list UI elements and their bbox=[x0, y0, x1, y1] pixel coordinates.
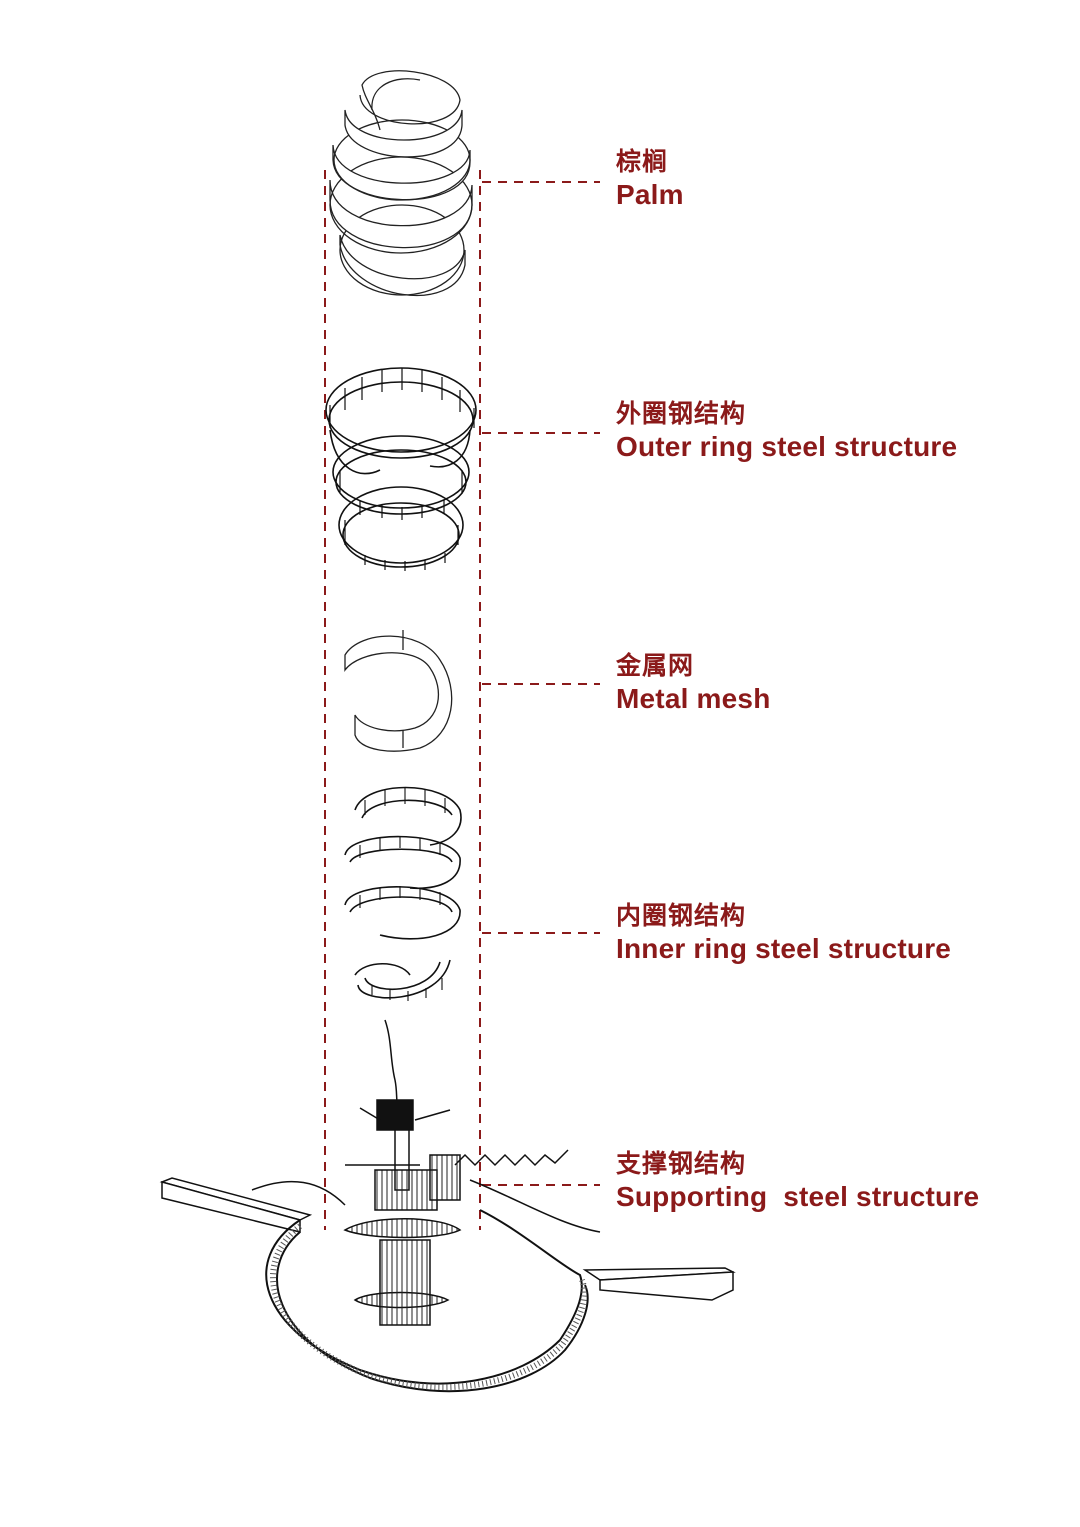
guide-lines bbox=[324, 170, 600, 1230]
label-palm-en: Palm bbox=[616, 179, 684, 210]
palm-layer bbox=[329, 70, 473, 297]
label-outer-ring: 外圈钢结构 Outer ring steel structure bbox=[616, 402, 957, 461]
label-supporting-structure: 支撑钢结构 Supporting steel structure bbox=[616, 1152, 979, 1211]
label-outer-ring-zh: 外圈钢结构 bbox=[616, 400, 747, 428]
label-metal-mesh-zh: 金属网 bbox=[616, 652, 695, 680]
metal-mesh-layer bbox=[344, 630, 453, 752]
label-inner-ring: 内圈钢结构 Inner ring steel structure bbox=[616, 904, 951, 963]
label-outer-ring-en: Outer ring steel structure bbox=[616, 431, 958, 462]
inner-ring-layer bbox=[344, 786, 462, 1001]
label-metal-mesh: 金属网 Metal mesh bbox=[616, 654, 771, 713]
label-supporting-structure-en: Supporting steel structure bbox=[616, 1181, 980, 1212]
outer-ring-layer bbox=[325, 367, 477, 571]
label-inner-ring-en: Inner ring steel structure bbox=[616, 933, 952, 964]
label-supporting-structure-zh: 支撑钢结构 bbox=[616, 1150, 747, 1178]
label-palm-zh: 棕榈 bbox=[616, 148, 669, 176]
label-metal-mesh-en: Metal mesh bbox=[616, 683, 771, 714]
label-palm: 棕榈 Palm bbox=[616, 150, 684, 209]
support-layer bbox=[159, 1019, 736, 1393]
label-inner-ring-zh: 内圈钢结构 bbox=[616, 902, 747, 930]
